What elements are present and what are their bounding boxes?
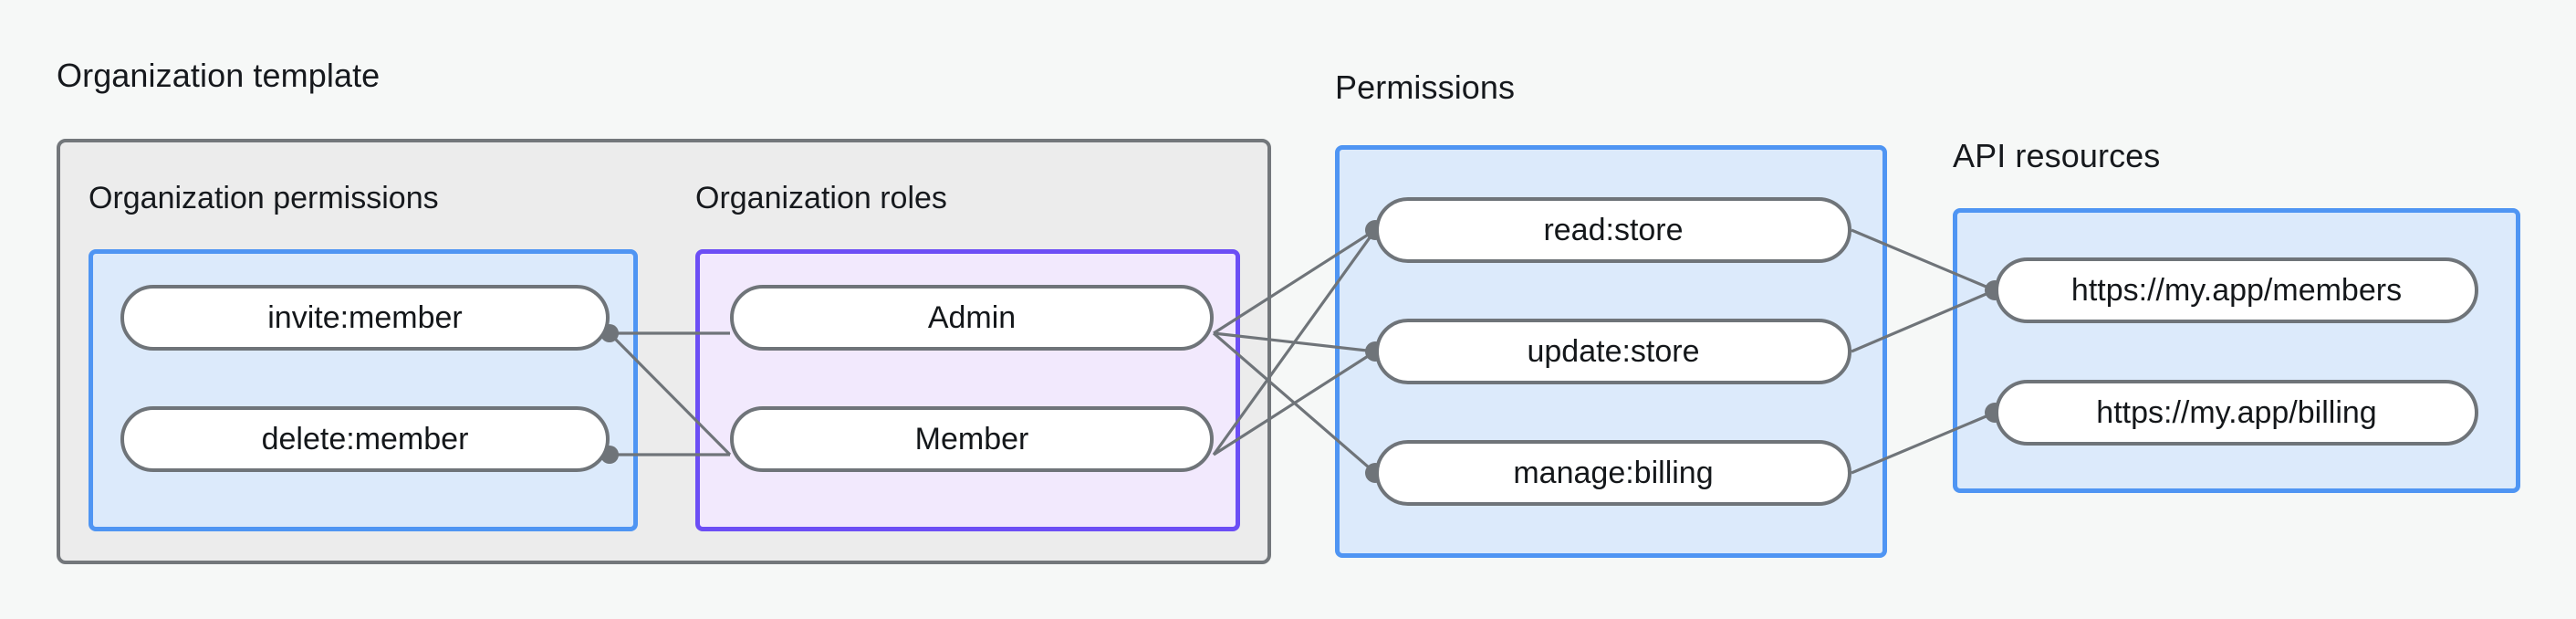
node-members-resource[interactable]: https://my.app/members [1995,257,2478,323]
node-label: Member [914,421,1029,456]
organization-template-label: Organization template [57,57,381,94]
api-resources-label: API resources [1953,137,2161,174]
node-label: invite:member [267,299,463,335]
node-label: Admin [927,299,1017,335]
node-label: https://my.app/billing [2096,394,2377,430]
node-invite-member[interactable]: invite:member [120,285,610,351]
node-label: delete:member [261,421,469,456]
organization-roles-label: Organization roles [695,181,947,215]
api-resources-group [1953,208,2520,493]
permissions-label: Permissions [1335,68,1516,106]
node-read-store[interactable]: read:store [1375,197,1851,263]
node-manage-billing[interactable]: manage:billing [1375,440,1851,506]
node-label: https://my.app/members [2070,272,2403,308]
organization-permissions-label: Organization permissions [89,181,439,215]
node-admin[interactable]: Admin [730,285,1214,351]
node-delete-member[interactable]: delete:member [120,406,610,472]
node-billing-resource[interactable]: https://my.app/billing [1995,380,2478,446]
node-member[interactable]: Member [730,406,1214,472]
node-update-store[interactable]: update:store [1375,319,1851,384]
node-label: read:store [1543,212,1684,247]
node-label: update:store [1527,333,1700,369]
node-label: manage:billing [1513,455,1714,490]
